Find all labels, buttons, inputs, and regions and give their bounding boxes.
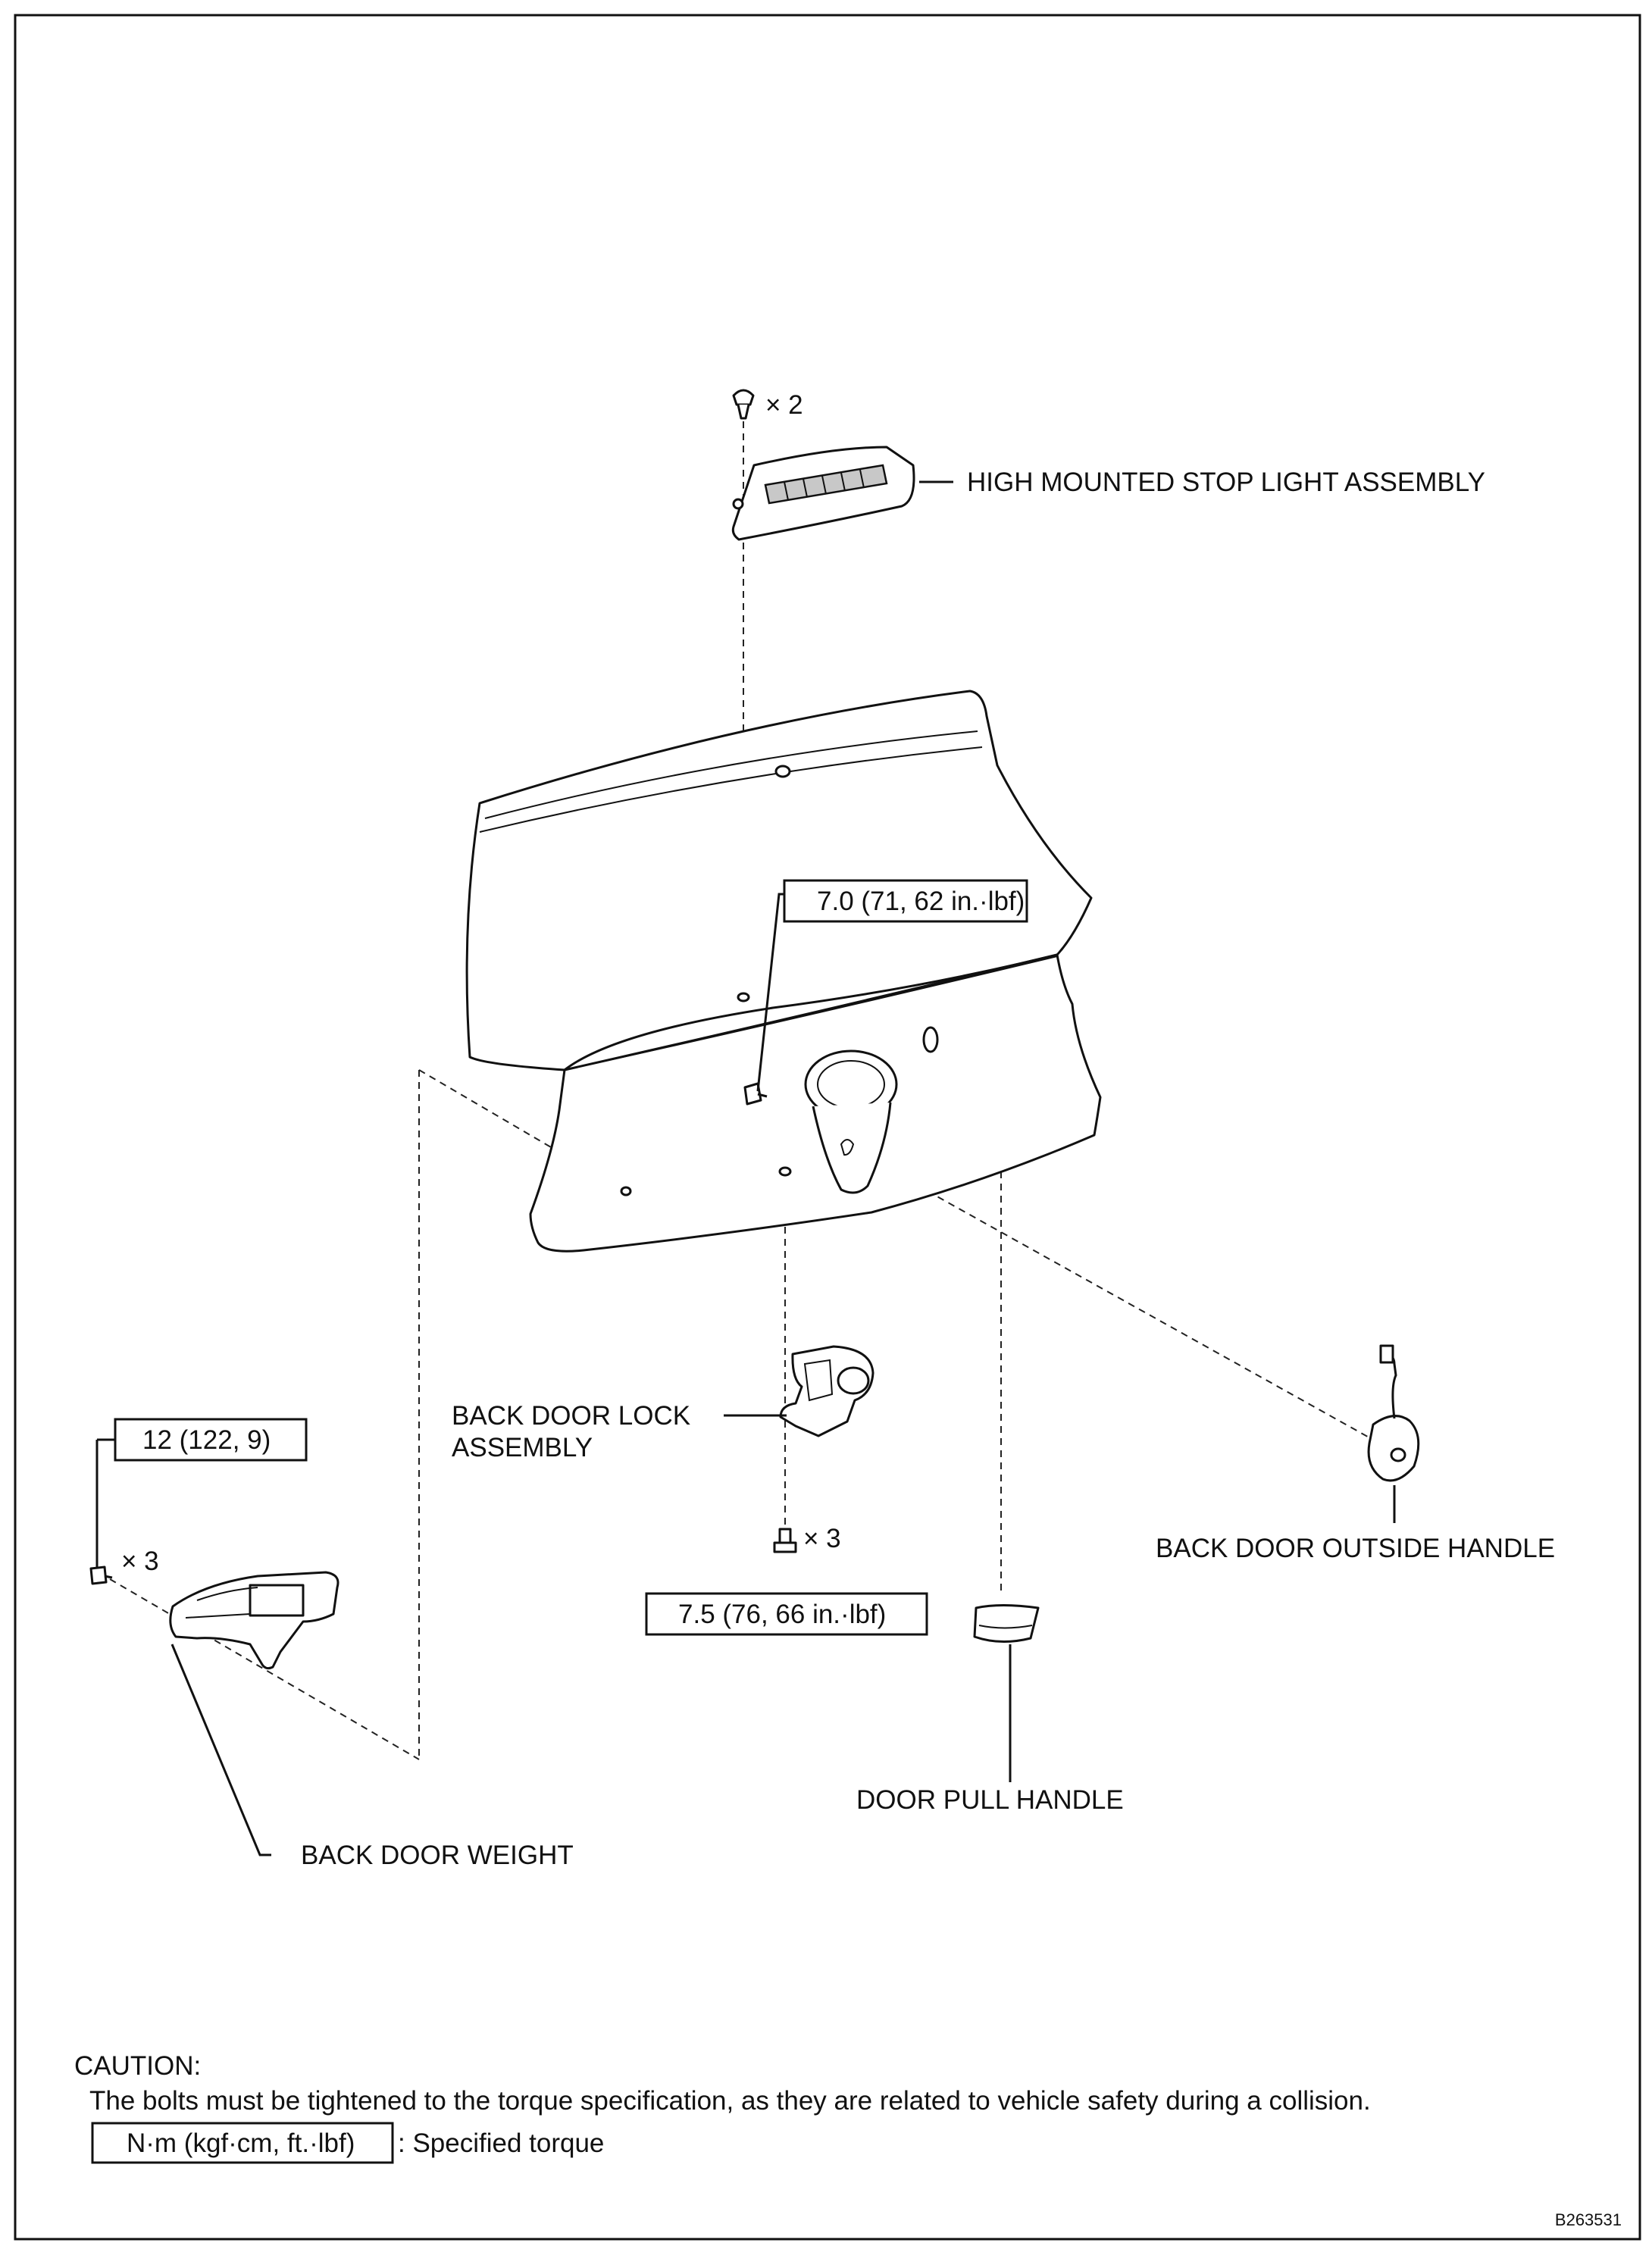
figure-id: B263531 bbox=[1555, 2210, 1622, 2229]
back-door-lock-assembly bbox=[779, 1345, 874, 1437]
stop-light-clip-icon bbox=[732, 389, 755, 420]
label-high-mounted-stop-light: HIGH MOUNTED STOP LIGHT ASSEMBLY bbox=[967, 468, 1485, 497]
torque-lock-screws: 7.5 (76, 66 in.·lbf) bbox=[678, 1600, 886, 1629]
leader-lines bbox=[95, 480, 1396, 1856]
caution-text: The bolts must be tightened to the torqu… bbox=[89, 2086, 1371, 2116]
torque-box-lock-screws bbox=[645, 1592, 928, 1636]
back-door-outside-handle bbox=[1367, 1344, 1420, 1482]
figure-frame bbox=[14, 14, 1641, 2241]
torque-box-weight-bolts bbox=[114, 1418, 308, 1462]
torque-outside-handle: 7.0 (71, 62 in.·lbf) bbox=[817, 887, 1025, 916]
back-door-panel bbox=[465, 690, 1102, 1253]
lock-screw-quantity: × 3 bbox=[803, 1524, 841, 1553]
legend-unit-text: N·m (kgf·cm, ft.·lbf) bbox=[127, 2128, 355, 2158]
back-door-weight bbox=[169, 1571, 339, 1670]
lock-screw-icon bbox=[773, 1528, 797, 1553]
label-door-pull-handle: DOOR PULL HANDLE bbox=[856, 1785, 1124, 1815]
legend-description: : Specified torque bbox=[398, 2128, 604, 2158]
caution-title: CAUTION: bbox=[74, 2051, 201, 2081]
stop-light-clip-quantity: × 2 bbox=[765, 390, 803, 420]
label-back-door-lock-line2: ASSEMBLY bbox=[452, 1433, 593, 1462]
label-back-door-weight: BACK DOOR WEIGHT bbox=[301, 1841, 574, 1870]
label-back-door-outside-handle: BACK DOOR OUTSIDE HANDLE bbox=[1156, 1534, 1555, 1563]
label-back-door-lock-line1: BACK DOOR LOCK bbox=[452, 1401, 690, 1431]
torque-box-outside-handle bbox=[783, 879, 1028, 923]
high-mounted-stop-light-assembly bbox=[731, 446, 915, 541]
weight-bolt-icon bbox=[89, 1565, 113, 1585]
weight-bolt-quantity: × 3 bbox=[121, 1547, 159, 1576]
torque-weight-bolts: 12 (122, 9) bbox=[142, 1425, 271, 1455]
outside-handle-nut-icon bbox=[743, 1082, 768, 1106]
legend-unit-box bbox=[91, 2122, 394, 2164]
door-pull-handle bbox=[973, 1604, 1040, 1644]
